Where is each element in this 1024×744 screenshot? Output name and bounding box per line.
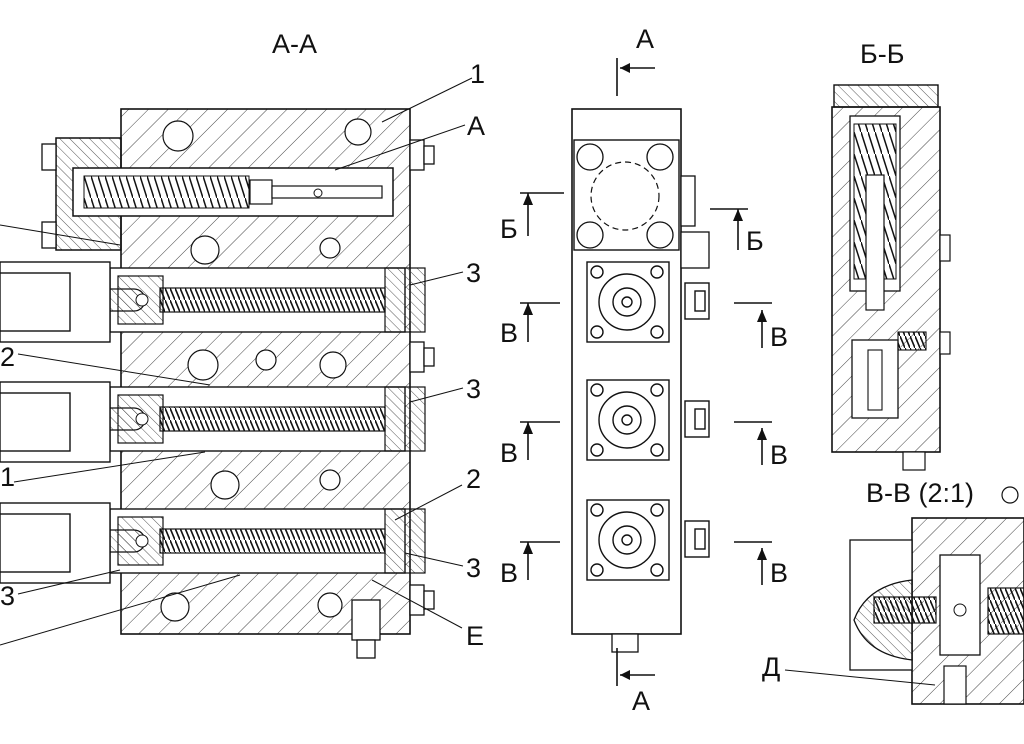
callouts-aa: 1 А 3 3 2 3 Е 2 1 3 bbox=[0, 59, 485, 651]
pilot-valve bbox=[55, 137, 394, 251]
section-aa-title: А-А bbox=[272, 29, 317, 59]
section-bb-title: Б-Б bbox=[860, 39, 904, 69]
callout-2-right: 2 bbox=[466, 464, 481, 494]
cut-mark-v2-left: В bbox=[500, 438, 518, 468]
callout-d: Д bbox=[762, 652, 780, 682]
body-ports bbox=[160, 118, 372, 622]
callout-e: Е bbox=[466, 621, 484, 651]
bolts bbox=[41, 139, 435, 659]
cut-mark-v1-right: В bbox=[770, 322, 788, 352]
section-vv-title: В-В (2:1) bbox=[866, 478, 974, 508]
cut-mark-v3-right: В bbox=[770, 558, 788, 588]
solenoid-face-3 bbox=[586, 499, 710, 581]
pilot-spring bbox=[83, 175, 250, 209]
solenoid-housings bbox=[0, 261, 111, 584]
cut-mark-b-right: Б bbox=[746, 226, 764, 256]
spool-row-2 bbox=[94, 386, 426, 452]
section-bb-view: Б-Б bbox=[831, 39, 951, 471]
callout-a-top: А bbox=[467, 111, 485, 141]
callout-3-top: 3 bbox=[466, 258, 481, 288]
callout-3-low: 3 bbox=[466, 553, 481, 583]
spool-row-1 bbox=[94, 267, 426, 333]
front-view: А А Б Б В В В В В bbox=[500, 24, 788, 716]
cut-mark-a-bottom: А bbox=[632, 686, 650, 716]
spool-row-3 bbox=[94, 508, 426, 574]
solenoid-face-1 bbox=[586, 261, 710, 343]
cut-mark-v1-left: В bbox=[500, 318, 518, 348]
cut-mark-v2-right: В bbox=[770, 440, 788, 470]
solenoid-face-2 bbox=[586, 379, 710, 461]
section-vv-view: В-В (2:1) Д bbox=[762, 478, 1024, 705]
callout-2-left: 2 bbox=[0, 342, 15, 372]
callout-1-top: 1 bbox=[470, 59, 485, 89]
callout-1-left: 1 bbox=[0, 462, 15, 492]
cut-mark-b-left: Б bbox=[500, 214, 518, 244]
callout-3-mid: 3 bbox=[466, 374, 481, 404]
section-aa-view: А-А bbox=[0, 29, 485, 659]
cut-mark-v3-left: В bbox=[500, 558, 518, 588]
vv-view-symbol bbox=[1001, 486, 1019, 504]
cut-mark-a-top: А bbox=[636, 24, 654, 54]
callout-3-left: 3 bbox=[0, 581, 15, 611]
